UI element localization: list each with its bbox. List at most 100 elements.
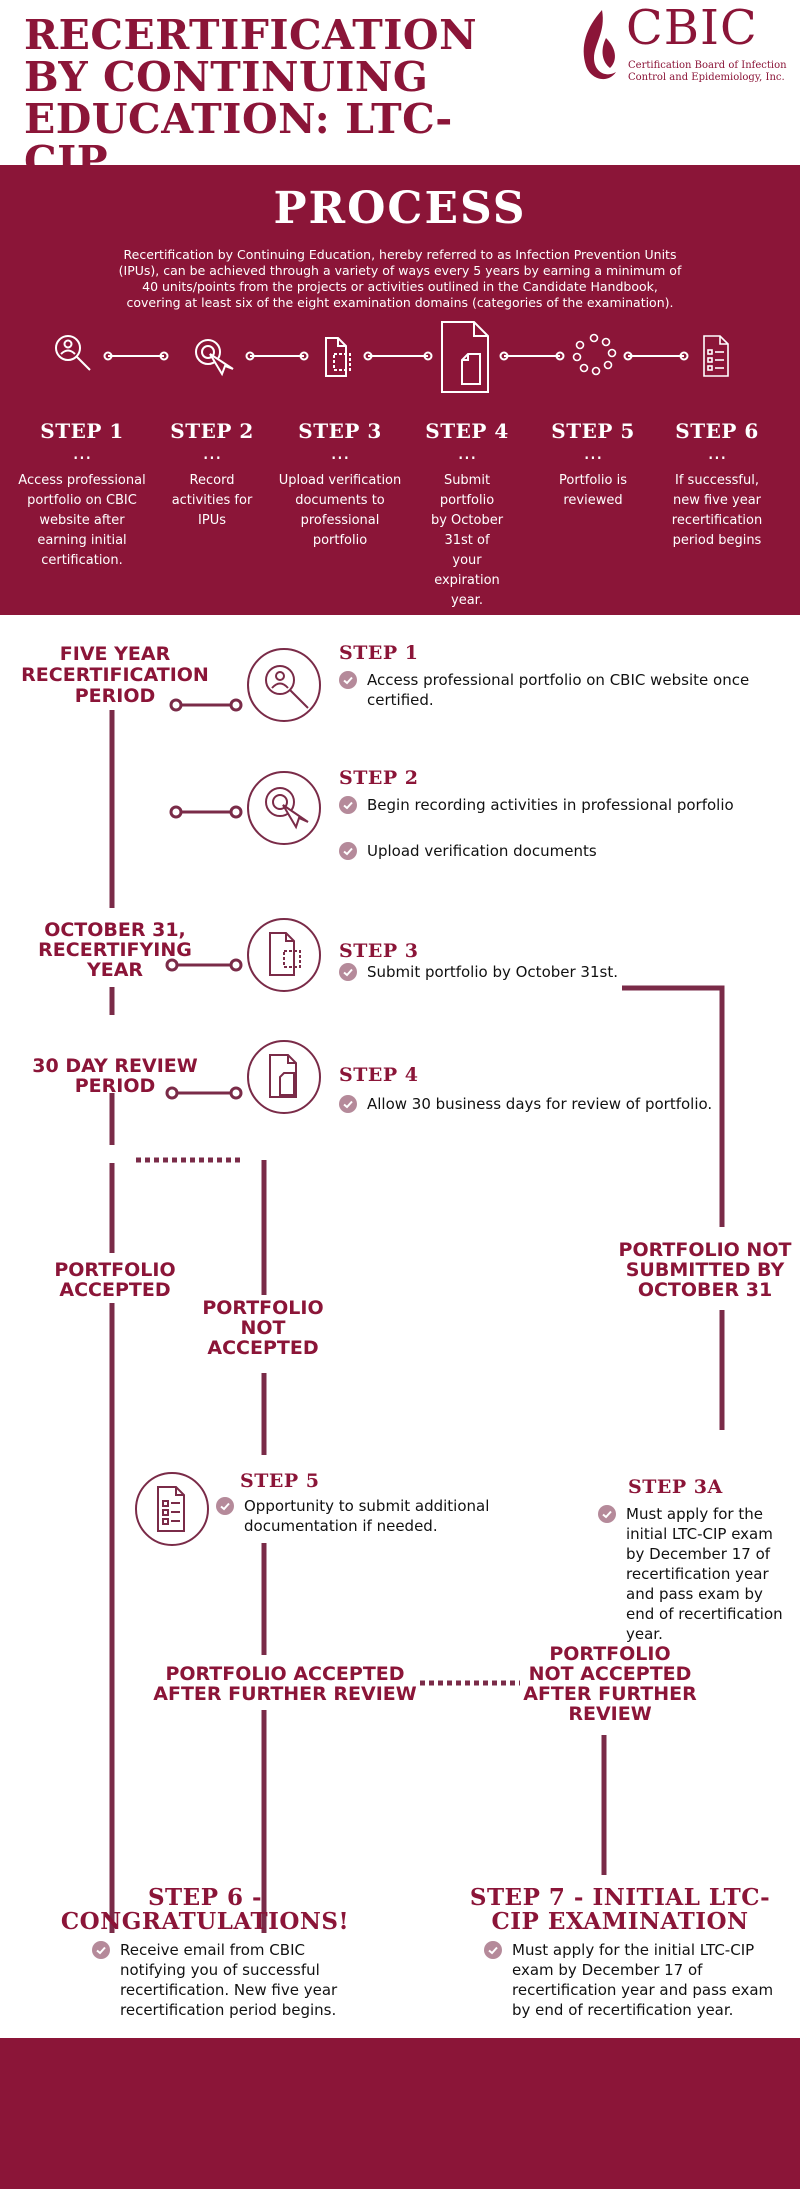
process-step-1: STEP 1 ... Access professional portfolio… bbox=[17, 419, 147, 571]
step-title: STEP 2 bbox=[170, 419, 254, 443]
step-title: STEP 4 bbox=[339, 1064, 419, 1086]
step-title: STEP 1 bbox=[339, 642, 419, 664]
check-icon bbox=[216, 1497, 234, 1515]
title-line: RECERTIFICATION bbox=[24, 11, 478, 59]
label-line: RECERTIFYING bbox=[38, 939, 192, 961]
process-icon-row bbox=[55, 321, 729, 393]
label-line: NOT ACCEPTED bbox=[528, 1663, 692, 1685]
connector bbox=[363, 351, 433, 361]
icon-connector bbox=[165, 958, 243, 972]
connector bbox=[499, 351, 565, 361]
label-line: NOT bbox=[240, 1317, 286, 1339]
logo-subtitle: Certification Board of Infection Control… bbox=[628, 60, 787, 83]
title-line: BY CONTINUING bbox=[24, 53, 429, 101]
step-item: Upload verification documents bbox=[339, 841, 759, 861]
label-line: YEAR bbox=[86, 959, 144, 981]
check-icon bbox=[92, 1941, 110, 1959]
cbic-logo: CBIC Certification Board of Infection Co… bbox=[570, 0, 787, 96]
label-line: AFTER FURTHER REVIEW bbox=[153, 1683, 417, 1705]
icon-connector bbox=[169, 698, 243, 712]
step-dots: ... bbox=[330, 440, 350, 464]
step-item-text: Allow 30 business days for review of por… bbox=[367, 1095, 713, 1113]
timeline-step-4: STEP 4 Allow 30 business days for review… bbox=[339, 1064, 759, 1114]
timeline-step-6: STEP 6 - CONGRATULATIONS! Receive email … bbox=[40, 1886, 370, 2020]
step-title-line: CIP EXAMINATION bbox=[491, 1908, 749, 1935]
label-line: OCTOBER 31 bbox=[637, 1279, 773, 1301]
magnifier-person-icon bbox=[247, 648, 321, 722]
step-item-text: Opportunity to submit additional documen… bbox=[244, 1497, 490, 1535]
step-title: STEP 7 - INITIAL LTC- CIP EXAMINATION bbox=[460, 1886, 780, 1934]
connector bbox=[245, 351, 309, 361]
timeline-graphic bbox=[109, 648, 725, 1933]
label-october-31: OCTOBER 31, RECERTIFYING YEAR bbox=[0, 920, 230, 980]
step-item: Allow 30 business days for review of por… bbox=[339, 1094, 759, 1114]
cursor-click-icon bbox=[247, 771, 321, 845]
label-portfolio-accepted: PORTFOLIO ACCEPTED bbox=[0, 1260, 230, 1300]
step-dots: ... bbox=[457, 440, 477, 464]
step-title: STEP 6 bbox=[675, 419, 759, 443]
step-item: Opportunity to submit additional documen… bbox=[216, 1496, 516, 1536]
label-accepted-after-review: PORTFOLIO ACCEPTED AFTER FURTHER REVIEW bbox=[140, 1664, 430, 1704]
step-item-text: Must apply for the initial LTC-CIP exam … bbox=[512, 1941, 774, 2019]
step-title-line: STEP 7 - INITIAL LTC- bbox=[469, 1884, 771, 1911]
label-line: REVIEW bbox=[568, 1703, 652, 1725]
step-dots: ... bbox=[72, 440, 92, 464]
step-title: STEP 6 - CONGRATULATIONS! bbox=[40, 1886, 370, 1934]
timeline-step-2: STEP 2 Begin recording activities in pro… bbox=[339, 767, 759, 861]
process-step-6: STEP 6 ... If successful, new five year … bbox=[652, 419, 782, 551]
process-step-2: STEP 2 ... Record activities for IPUs bbox=[147, 419, 277, 531]
check-icon bbox=[339, 1095, 357, 1113]
step-title: STEP 5 bbox=[551, 419, 635, 443]
label-portfolio-not-submitted: PORTFOLIO NOT SUBMITTED BY OCTOBER 31 bbox=[600, 1240, 800, 1300]
step-item-text: Must apply for the initial LTC-CIP exam … bbox=[626, 1505, 783, 1643]
step-dots: ... bbox=[707, 440, 727, 464]
timeline-line bbox=[622, 985, 725, 1227]
step-item: Access professional portfolio on CBIC we… bbox=[339, 670, 759, 710]
documents-stack-icon bbox=[441, 321, 489, 393]
process-section: PROCESS Recertification by Continuing Ed… bbox=[0, 165, 800, 615]
main-title: RECERTIFICATION BY CONTINUING EDUCATION:… bbox=[24, 14, 494, 182]
step-title: STEP 2 bbox=[339, 767, 419, 789]
label-line: PORTFOLIO bbox=[54, 1259, 176, 1281]
step-item-text: Access professional portfolio on CBIC we… bbox=[367, 671, 750, 709]
timeline-step-7: STEP 7 - INITIAL LTC- CIP EXAMINATION Mu… bbox=[460, 1886, 780, 2020]
label-line: PORTFOLIO NOT bbox=[618, 1239, 792, 1261]
step-description: Record activities for IPUs bbox=[171, 473, 253, 528]
step-item-text: Receive email from CBIC notifying you of… bbox=[120, 1941, 338, 2019]
step-title: STEP 5 bbox=[240, 1470, 320, 1492]
label-line: AFTER FURTHER bbox=[523, 1683, 697, 1705]
footer-band bbox=[0, 2038, 800, 2189]
label-line: SUBMITTED BY bbox=[625, 1259, 785, 1281]
check-icon bbox=[598, 1505, 616, 1523]
loading-circle-icon bbox=[572, 333, 617, 376]
step-title: STEP 3 bbox=[298, 419, 382, 443]
checklist-document-icon bbox=[703, 335, 729, 377]
step-title: STEP 3 bbox=[339, 940, 419, 962]
document-upload-icon bbox=[325, 337, 351, 377]
step-item-text: Submit portfolio by October 31st. bbox=[367, 963, 618, 981]
timeline-step-3a: STEP 3A Must apply for the initial LTC-C… bbox=[598, 1476, 794, 1644]
title-line: EDUCATION: LTC-CIP bbox=[24, 95, 453, 185]
timeline-step-3: STEP 3 Submit portfolio by October 31st. bbox=[339, 940, 629, 982]
step-item-text: Upload verification documents bbox=[367, 842, 597, 860]
step-description: Access professional portfolio on CBIC we… bbox=[18, 473, 146, 568]
label-line: OCTOBER 31, bbox=[44, 919, 186, 941]
step-dots: ... bbox=[202, 440, 222, 464]
checklist-document-icon bbox=[135, 1472, 209, 1546]
step-description: Portfolio is reviewed bbox=[559, 473, 627, 508]
icon-connector bbox=[165, 1086, 243, 1100]
process-step-4: STEP 4 ... Submit portfolio by October 3… bbox=[402, 419, 532, 611]
label-line: FIVE YEAR bbox=[59, 643, 171, 665]
step-item: Begin recording activities in profession… bbox=[339, 795, 759, 815]
connector bbox=[103, 351, 169, 361]
timeline-step-5: STEP 5 Opportunity to submit additional … bbox=[216, 1470, 516, 1536]
check-icon bbox=[339, 671, 357, 689]
cursor-click-icon bbox=[195, 339, 234, 377]
step-item: Submit portfolio by October 31st. bbox=[339, 962, 629, 982]
magnifier-person-icon bbox=[55, 335, 91, 371]
label-line: ACCEPTED bbox=[207, 1337, 319, 1359]
flame-logo-icon bbox=[583, 10, 616, 80]
label-line: 30 DAY REVIEW bbox=[32, 1055, 198, 1077]
label-portfolio-not-accepted: PORTFOLIO NOT ACCEPTED bbox=[160, 1298, 366, 1358]
check-icon bbox=[339, 796, 357, 814]
